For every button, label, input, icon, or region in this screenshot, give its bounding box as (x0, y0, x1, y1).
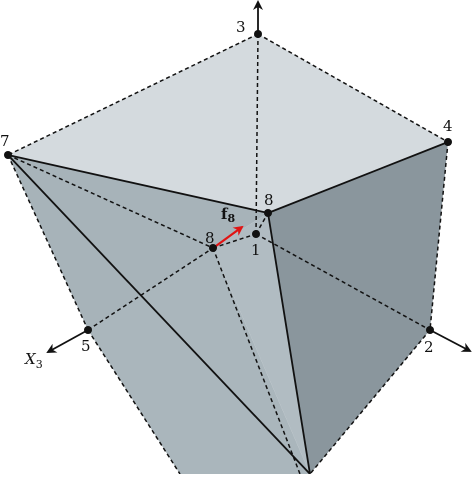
vertex-8-inner (209, 244, 217, 252)
label-vertex-8-outer: 8 (264, 191, 274, 209)
edge-7-8inner (7, 154, 214, 249)
label-vertex-1: 1 (251, 241, 261, 259)
axis-label-main: X (24, 350, 37, 368)
dashed-edges (7, 33, 449, 475)
vertex-1 (252, 230, 260, 238)
vertex-5 (84, 326, 92, 334)
label-vertex-2: 2 (424, 338, 434, 356)
vertex-3 (254, 30, 262, 38)
label-vertex-4: 4 (443, 117, 453, 135)
solid-edges (7, 141, 449, 475)
edge-4-2 (429, 141, 449, 331)
axis-label-x3: X3 (24, 350, 43, 371)
edge-8inner-1 (212, 233, 257, 249)
edge-7-8 (7, 154, 269, 214)
edge-2-bottom (309, 329, 431, 475)
label-vertex-7: 7 (0, 132, 10, 150)
label-vertex-8-inner: 8 (205, 229, 215, 247)
edge-7-bottom (7, 154, 311, 475)
force-label-sub: 8 (227, 212, 235, 225)
vertex-2 (426, 326, 434, 334)
force-label: f8 (221, 205, 235, 225)
vertices (4, 30, 452, 334)
axis-label-sub: 3 (36, 358, 43, 371)
label-vertex-5: 5 (81, 337, 91, 355)
edge-3-7 (7, 33, 259, 156)
vertex-4 (444, 138, 452, 146)
force-label-main: f (221, 205, 229, 223)
edge-3-1 (255, 33, 259, 235)
edge-5-bottom (87, 329, 181, 475)
lower-left-face (88, 248, 310, 474)
axis-right (429, 329, 472, 352)
edge-5-8inner (87, 247, 214, 331)
edge-3-4 (257, 33, 449, 143)
top-face (8, 34, 448, 213)
right-face (268, 142, 448, 474)
edge-1-2 (255, 233, 431, 331)
vertex-8-outer (264, 209, 272, 217)
edge-8-bottom (267, 212, 311, 475)
vertex-7 (4, 151, 12, 159)
edge-8inner-bottom (212, 247, 301, 475)
edge-8-4 (267, 141, 449, 214)
front-face (213, 213, 310, 474)
axis-x3 (46, 329, 89, 353)
label-vertex-3: 3 (236, 18, 246, 36)
axes (46, 0, 472, 353)
force-arrow (215, 225, 244, 247)
